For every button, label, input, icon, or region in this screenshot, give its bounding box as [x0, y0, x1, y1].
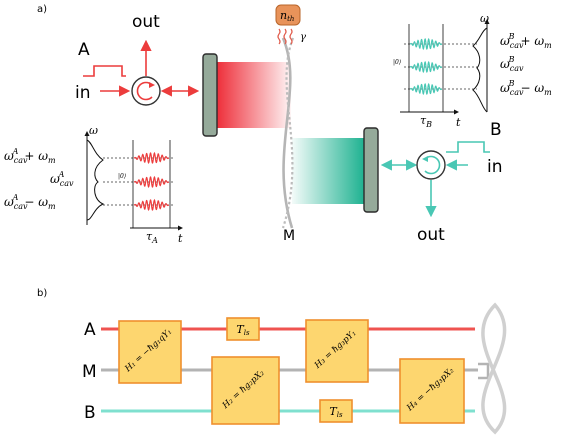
spectrum-a-wavepackets [133, 151, 170, 212]
spectrum-b-level-center-sup: B [508, 55, 515, 64]
mirror-b [363, 127, 379, 213]
spectrum-b-level-center: ωcavB [500, 55, 524, 73]
mirror-a [202, 53, 218, 137]
spectrum-b-lineshape [472, 27, 488, 113]
spectrum-b-level-upper-m: m [544, 41, 552, 50]
rail-label-b: B [84, 403, 96, 423]
spectrum-a-level-center-sup: A [58, 170, 65, 179]
port-b-label: B [490, 120, 502, 140]
spectrum-b-wavepacket-1 [409, 60, 443, 74]
spectrum-a-ket: |0⟩ [118, 173, 126, 180]
port-a-label: A [78, 40, 90, 60]
bath-wave-icon [289, 28, 293, 45]
spectrum-b-time-label: t [456, 116, 461, 129]
spectrum-a-level-upper-rest: + ω [24, 149, 48, 163]
thermal-bath: nth γ [275, 4, 306, 45]
gate-h1: H₁ = −ħg₁qY₁ [118, 320, 182, 384]
spectrum-a-level-upper-sub: cav [14, 156, 28, 165]
spectrum-b: ω ωcavB+ ωm ωcavB ωcavB− ωm t τB |0⟩ [393, 12, 552, 129]
loop-back-figure-eight-icon [481, 302, 507, 435]
mechanical-mode-terminator [478, 362, 490, 380]
spectrum-a-level-upper-m: m [48, 156, 56, 165]
spectrum-a-level-lower-sub: cav [14, 202, 28, 211]
port-a: A in out [75, 12, 200, 106]
circulator-b-icon [416, 150, 446, 180]
gate-h4: H₄ = −ħg₃pX₂ [399, 358, 465, 424]
spectrum-b-tau: τB [420, 114, 432, 129]
spectrum-b-level-upper-sub: cav [510, 41, 524, 50]
spectrum-a-omega-label: ω [89, 124, 98, 137]
spectrum-a-level-center-sub: cav [60, 179, 74, 188]
panel-a-label: a) [37, 4, 47, 15]
spectrum-b-level-lower-sub: cav [510, 88, 524, 97]
spectrum-b-level-upper: ωcavB+ ωm [500, 32, 552, 50]
gate-tls-1-label-sub: ls [244, 329, 250, 337]
spectrum-b-wavepacket-2 [409, 82, 443, 96]
spectrum-b-level-lower: ωcavB− ωm [500, 79, 552, 97]
spectrum-b-level-upper-sup: B [508, 32, 515, 41]
gate-tls-2: Tls [319, 399, 353, 423]
spectrum-a-tau-sub: A [151, 236, 158, 245]
port-b-in-label: in [487, 157, 503, 177]
spectrum-a-wavepacket-2 [133, 198, 170, 212]
cavity-a-field [217, 62, 291, 128]
spectrum-a-wavepacket-1 [133, 175, 170, 189]
bath-coupling-label: γ [300, 32, 306, 43]
spectrum-a-level-upper: ωcavA+ ωm [4, 147, 56, 165]
pulse-b-icon [446, 141, 490, 153]
panel-b-label: b) [37, 288, 47, 299]
thermal-bath-label-sub: th [287, 15, 294, 23]
spectrum-a-level-lower-sup: A [12, 193, 19, 202]
gate-h2: H₂ = ħg₂pX₂ [211, 356, 280, 425]
spectrum-b-wavepacket-0 [409, 37, 443, 51]
port-a-in-label: in [75, 83, 91, 103]
spectrum-a-lineshape [86, 139, 105, 221]
spectrum-b-level-center-sub: cav [510, 64, 524, 73]
spectrum-b-tau-sub: B [425, 120, 432, 129]
spectrum-a-level-center: ωcavA [50, 170, 74, 188]
spectrum-b-level-upper-rest: + ω [520, 34, 544, 48]
spectrum-a-level-lower: ωcavA− ωm [4, 193, 56, 211]
bath-wave-icon [277, 28, 281, 45]
spectrum-b-level-lower-m: m [544, 88, 552, 97]
spectrum-a-wavepacket-0 [133, 151, 170, 165]
spectrum-a-time-label: t [178, 232, 183, 245]
pulse-a-icon [83, 65, 126, 77]
membrane [281, 37, 295, 229]
spectrum-a-level-lower-rest: − ω [24, 195, 48, 209]
port-b-out-label: out [417, 225, 445, 245]
gate-tls-1: Tls [226, 317, 260, 341]
spectrum-a-level-lower-m: m [48, 202, 56, 211]
cavity-b-field [292, 138, 364, 204]
spectrum-b-wavepackets [409, 37, 443, 96]
circulator-a-icon [131, 76, 161, 106]
gate-h3: H₃ = ħg₃pY₁ [305, 319, 369, 383]
spectrum-b-level-lower-rest: − ω [520, 81, 544, 95]
spectrum-b-omega-label: ω [480, 12, 489, 25]
rail-label-m: M [82, 362, 97, 382]
bath-wave-icon [283, 28, 287, 45]
gate-tls-2-label-sub: ls [337, 411, 343, 419]
port-a-out-label: out [132, 12, 160, 32]
spectrum-a: ω ωcavA+ ωm ωcavA ωcavA− ωm t τA |0⟩ [4, 124, 183, 245]
membrane-label: M [283, 228, 295, 244]
spectrum-a-level-upper-sup: A [12, 147, 19, 156]
spectrum-b-level-lower-sup: B [508, 79, 515, 88]
spectrum-b-ket: |0⟩ [393, 59, 401, 66]
spectrum-a-tau: τA [146, 230, 158, 245]
port-b: B in out [380, 120, 503, 245]
rail-label-a: A [84, 320, 96, 340]
